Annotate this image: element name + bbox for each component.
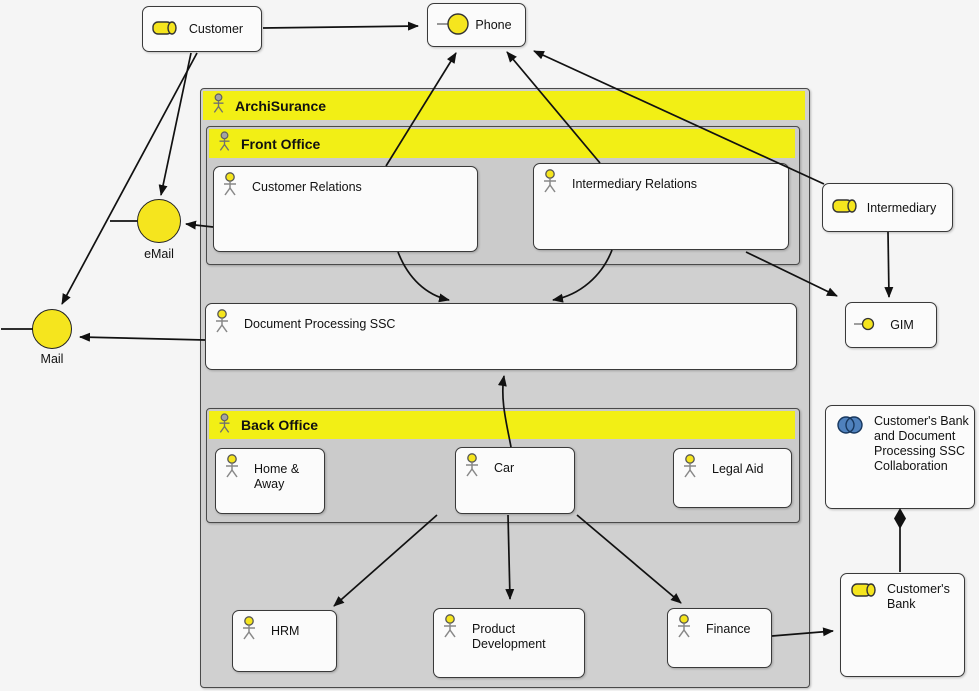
edge-intermediary-to-gim (884, 231, 894, 298)
band-label: Front Office (241, 135, 321, 152)
node-product-development[interactable]: Product Development (433, 608, 585, 678)
node-customer-relations[interactable]: Customer Relations (213, 166, 478, 252)
node-gim[interactable]: GIM (845, 302, 937, 348)
node-document-processing-ssc[interactable]: Document Processing SSC (205, 303, 797, 370)
composition-diamond (894, 508, 906, 529)
node-label: GIM (890, 318, 914, 332)
node-label: Home & Away (254, 462, 300, 491)
node-mail-label: Mail (40, 352, 64, 366)
node-label: Finance (706, 622, 751, 636)
business-collaboration-icon (835, 414, 865, 439)
node-label: HRM (271, 624, 300, 638)
node-label: Phone (475, 18, 512, 32)
edge-customer-to-mail (61, 52, 198, 305)
band-front-office[interactable]: Front Office (209, 129, 795, 158)
actor-icon (213, 309, 231, 338)
node-label: Intermediary Relations (572, 177, 698, 191)
node-hrm[interactable]: HRM (232, 610, 337, 672)
actor-icon (217, 131, 232, 156)
node-email-interface-circle[interactable] (137, 199, 181, 243)
band-back-office[interactable]: Back Office (209, 411, 795, 439)
node-label: Customer Relations (252, 180, 362, 194)
node-phone[interactable]: Phone (427, 3, 526, 47)
interface-icon (854, 317, 876, 334)
node-label: Intermediary (866, 200, 937, 215)
actor-icon (681, 454, 699, 483)
actor-icon (223, 454, 241, 483)
actor-icon (217, 412, 232, 438)
node-intermediary-relations[interactable]: Intermediary Relations (533, 163, 789, 250)
business-role-icon (850, 582, 878, 601)
node-label: Customer's Bank and Document Processing … (874, 414, 969, 473)
actor-icon (463, 453, 481, 482)
node-label: Legal Aid (712, 462, 764, 476)
node-label: Customer (188, 22, 244, 36)
business-role-icon (831, 198, 859, 217)
actor-icon (675, 614, 693, 643)
node-customers-bank-collaboration[interactable]: Customer's Bank and Document Processing … (825, 405, 975, 509)
band-label: Back Office (241, 417, 319, 433)
node-finance[interactable]: Finance (667, 608, 772, 668)
node-label: Customer's Bank (887, 582, 950, 611)
interface-icon (436, 12, 470, 39)
band-archisurance[interactable]: ArchiSurance (203, 91, 805, 120)
node-label: Car (494, 461, 515, 475)
node-label: Document Processing SSC (244, 317, 396, 331)
actor-icon (221, 172, 239, 201)
node-email-label: eMail (144, 247, 174, 261)
node-customers-bank[interactable]: Customer's Bank (840, 573, 965, 677)
node-home-away[interactable]: Home & Away (215, 448, 325, 514)
node-customer[interactable]: Customer (142, 6, 262, 52)
edge-customer-to-email (158, 52, 192, 196)
node-mail-interface-circle[interactable] (32, 309, 72, 349)
business-role-icon (151, 20, 179, 39)
actor-icon (441, 614, 459, 643)
node-car[interactable]: Car (455, 447, 575, 514)
edge-customer-to-phone (262, 21, 419, 31)
actor-icon (211, 93, 226, 118)
node-label: Product Development (472, 622, 546, 651)
band-label: ArchiSurance (235, 97, 327, 114)
edge-dps-to-mail (79, 332, 206, 342)
node-legal-aid[interactable]: Legal Aid (673, 448, 792, 508)
actor-icon (240, 616, 258, 645)
actor-icon (541, 169, 559, 198)
node-intermediary[interactable]: Intermediary (822, 183, 953, 232)
